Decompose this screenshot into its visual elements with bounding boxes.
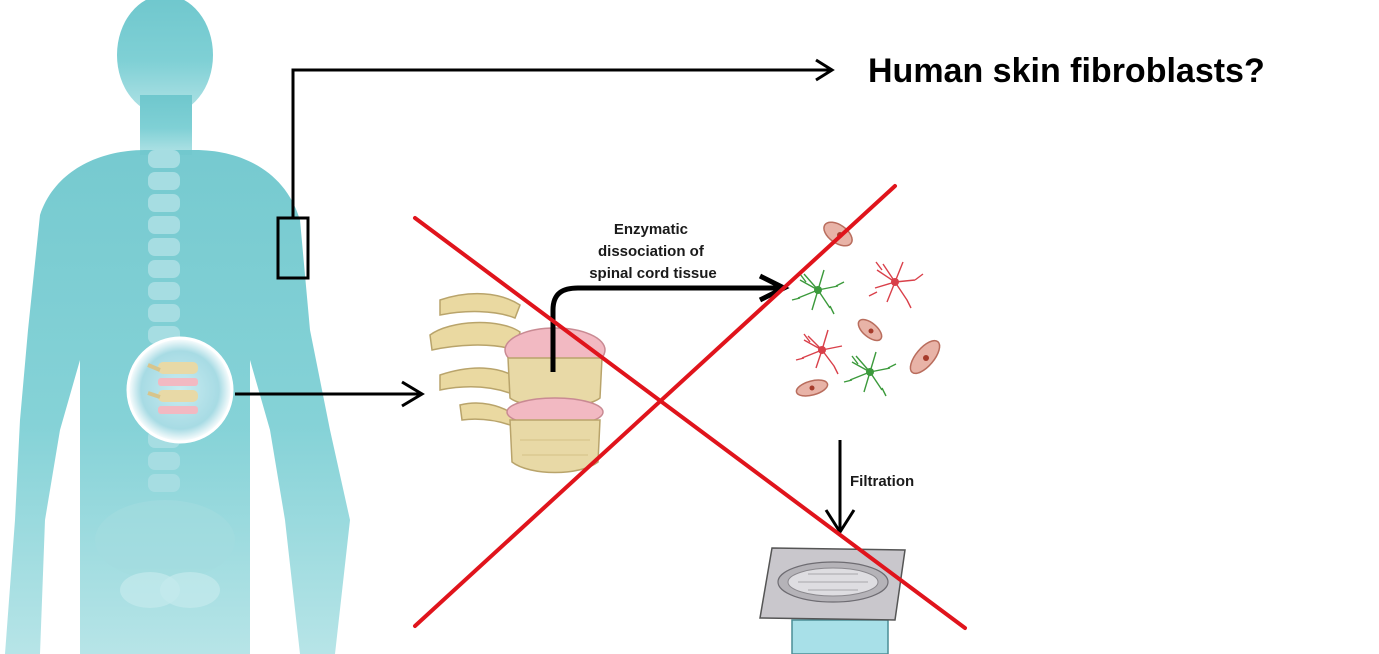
dissociation-label-line1: Enzymatic [614,221,688,238]
filtration-label: Filtration [850,473,914,490]
connector-to-fibroblasts [293,70,832,218]
dissociation-label: Enzymatic dissociation of spinal cord ti… [589,221,717,282]
vertebrae-icon [430,294,605,473]
dissociation-label-line2: dissociation of [598,243,705,260]
cell-cluster-icon [792,217,945,398]
dissociation-label-line3: spinal cord tissue [589,265,717,282]
human-silhouette-icon [5,0,350,654]
headline-text: Human skin fibroblasts? [868,52,1265,90]
vertebra-inset-icon [128,338,232,442]
filter-device-icon [760,548,905,654]
